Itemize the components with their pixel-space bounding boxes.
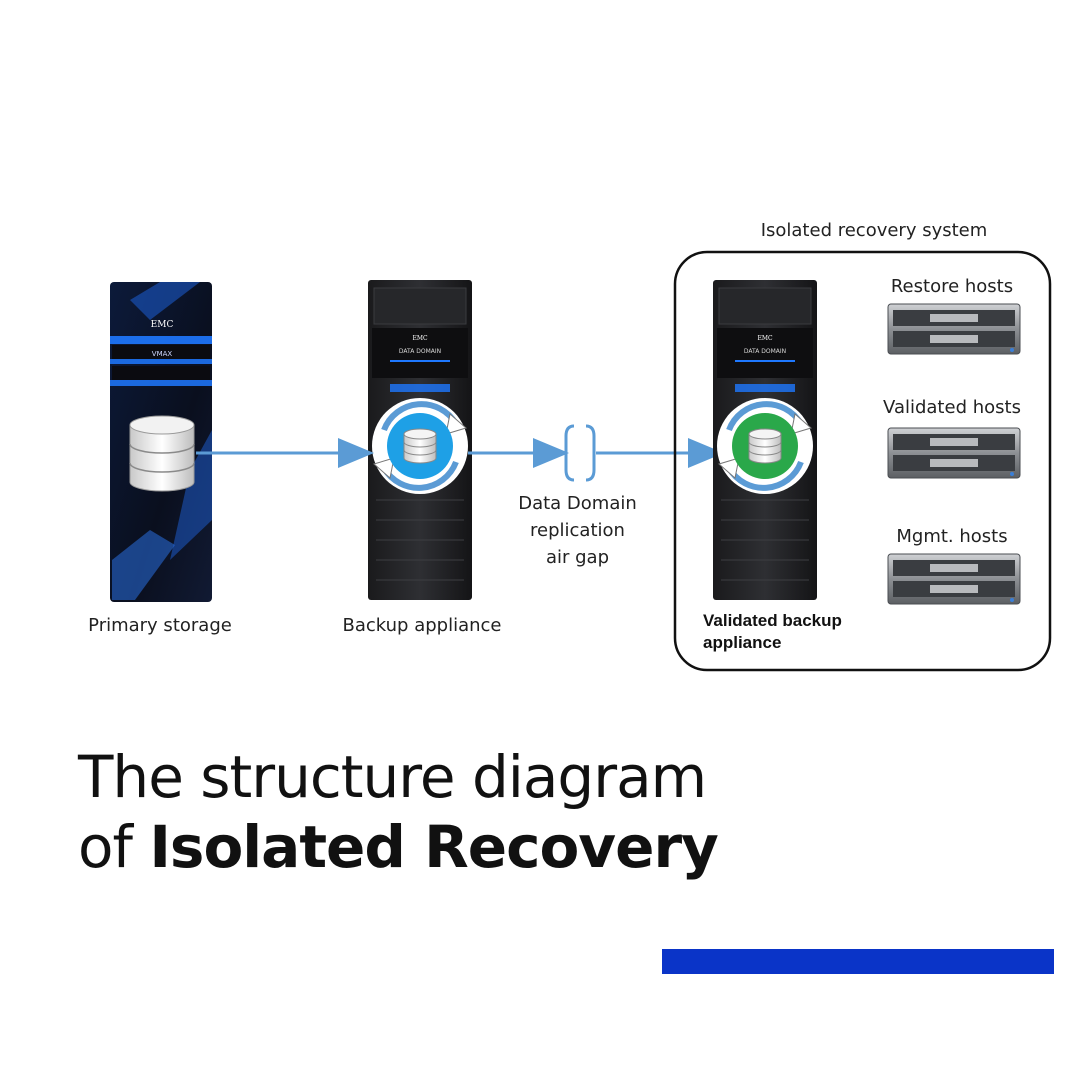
air-gap-label-line-1: Data Domain <box>518 493 637 514</box>
headline-bold: Isolated Recovery <box>149 813 719 881</box>
mgmt-hosts-label: Mgmt. hosts <box>896 526 1008 547</box>
accent-bar <box>662 949 1054 974</box>
isolated-recovery-system-title: Isolated recovery system <box>760 220 988 241</box>
headline-line-1: The structure diagram <box>78 743 707 811</box>
mgmt-hosts-server <box>887 553 1021 605</box>
headline: The structure diagram of Isolated Recove… <box>78 742 978 882</box>
primary-model-text: VMAX <box>152 350 173 358</box>
backup-brand-text: EMC <box>412 335 428 342</box>
validated-hosts-label: Validated hosts <box>883 397 1021 418</box>
headline-line-2: of Isolated Recovery <box>78 812 978 882</box>
air-gap-label-line-3: air gap <box>545 547 610 568</box>
primary-brand-text: EMC <box>151 320 174 330</box>
backup-sync-icon <box>372 398 468 494</box>
validated-backup-appliance-label: Validated backup appliance <box>703 610 903 654</box>
isolated-recovery-diagram: EMC VMAX EMC DATA DOMAIN <box>110 250 1052 672</box>
primary-database-icon <box>129 415 195 492</box>
validated-backup-label-line-1: Validated backup <box>703 611 842 630</box>
isolated-recovery-system-box <box>673 250 1052 672</box>
air-gap-label: Data Domain replication air gap <box>505 490 650 571</box>
air-gap-icon <box>564 424 596 482</box>
headline-prefix: of <box>78 813 133 881</box>
backup-model-text: DATA DOMAIN <box>399 348 441 355</box>
validated-sync-icon <box>717 398 813 494</box>
validated-model-text: DATA DOMAIN <box>744 348 786 355</box>
backup-appliance-label: Backup appliance <box>342 615 502 636</box>
restore-hosts-label: Restore hosts <box>890 276 1014 297</box>
primary-storage-label: Primary storage <box>88 615 232 636</box>
validated-backup-label-line-2: appliance <box>703 633 782 652</box>
air-gap-label-line-2: replication <box>530 520 625 541</box>
validated-hosts-server <box>887 427 1021 479</box>
restore-hosts-server <box>887 303 1021 355</box>
backup-appliance-rack: EMC DATA DOMAIN <box>368 280 472 600</box>
validated-brand-text: EMC <box>757 335 773 342</box>
